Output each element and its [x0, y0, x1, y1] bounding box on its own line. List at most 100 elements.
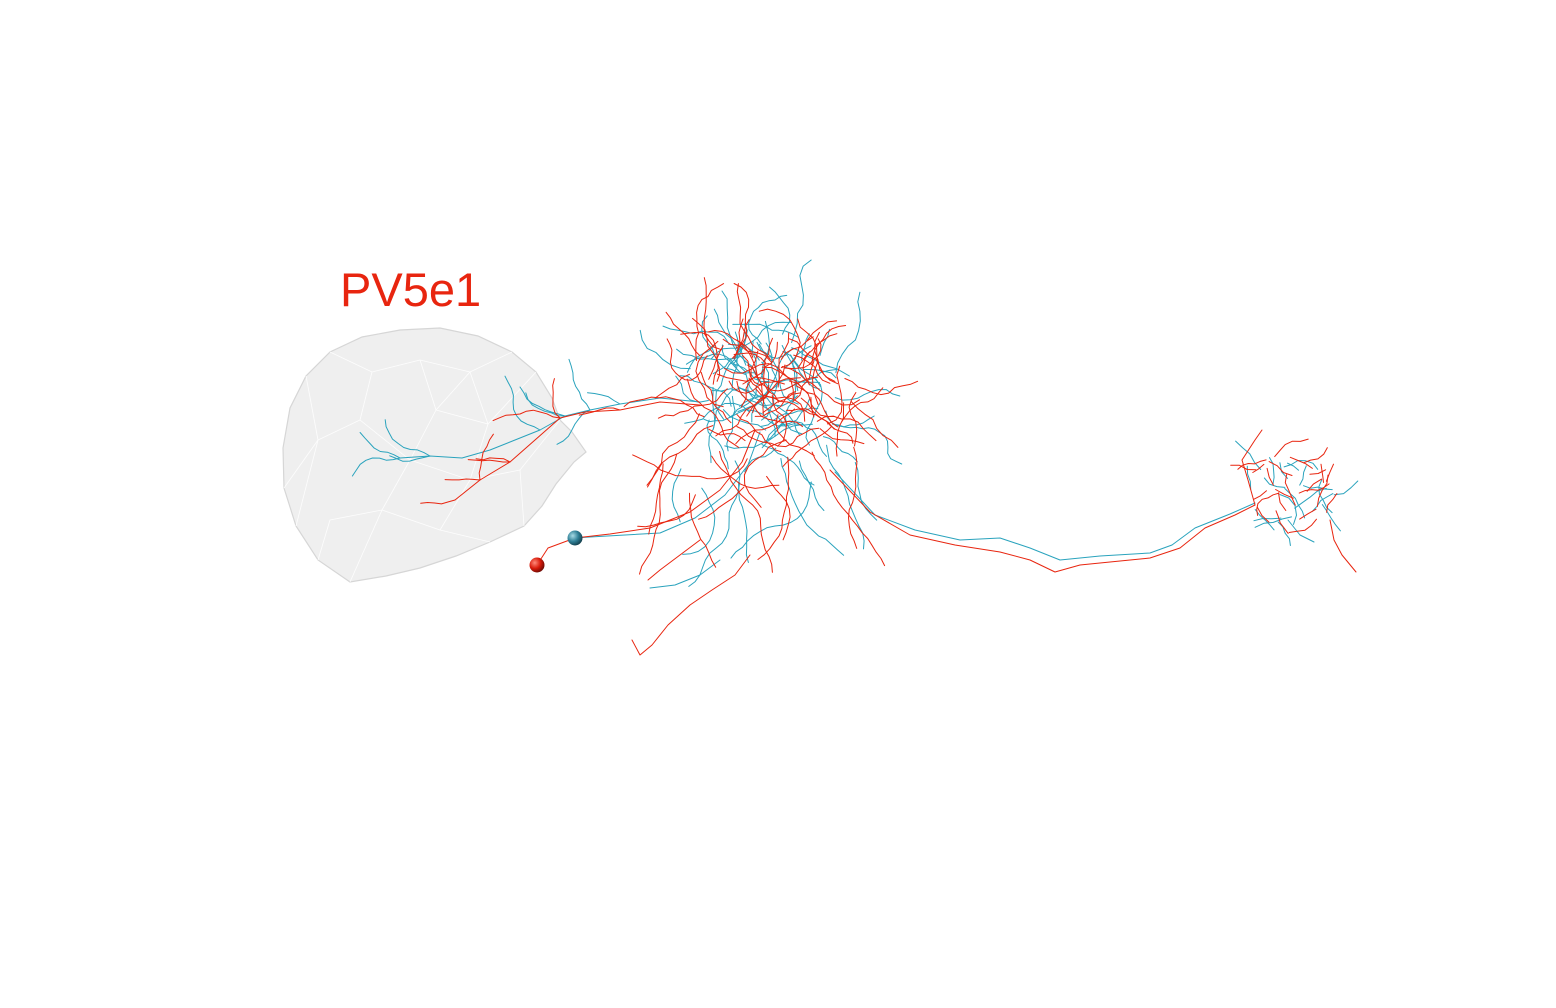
arbor-branch — [703, 277, 722, 351]
arbor-branch — [844, 378, 919, 396]
arbor-branch — [791, 347, 850, 377]
descending-branch — [698, 486, 745, 520]
arbor-branch — [761, 444, 815, 486]
arbor-branch — [1230, 464, 1257, 471]
soma-red — [529, 557, 545, 573]
arbor-branch — [1237, 459, 1267, 470]
neuropil-branch — [587, 392, 621, 405]
arbor-branch — [1333, 480, 1359, 496]
arbor-branch — [695, 283, 725, 361]
arbor-branch — [729, 409, 813, 427]
arbor-branch — [679, 375, 732, 407]
descending-branch — [639, 454, 677, 575]
arbor-branch — [708, 428, 746, 442]
neuropil-branch — [504, 375, 541, 431]
arbor-branch — [793, 354, 831, 384]
arbor-branch — [785, 408, 854, 444]
arbor-branch — [1303, 447, 1328, 464]
arbor-branch — [742, 341, 778, 385]
arbor-branch — [819, 328, 830, 356]
neuron-arbor-red — [420, 277, 1357, 656]
arbor-branch — [1325, 463, 1334, 482]
arbor-branch — [1275, 489, 1294, 499]
arbor-branch — [1274, 438, 1309, 458]
arbor-branch — [734, 331, 747, 366]
arbor-branch — [1299, 508, 1317, 520]
axon — [829, 469, 1256, 573]
arbor-branch — [1309, 469, 1327, 475]
arbor-branch — [782, 425, 833, 467]
neuropil-facet-edge — [519, 469, 525, 527]
neuropil-branch — [351, 457, 401, 477]
arbor-branch — [726, 395, 736, 452]
arbor-branch — [822, 436, 858, 463]
arbor-branch — [1326, 493, 1338, 513]
arbor-branch — [736, 283, 771, 361]
neuropil-facet-edge — [317, 459, 411, 561]
arbor-branch — [791, 259, 812, 343]
neuropil-facet-edge — [439, 529, 491, 543]
arbor-branch — [708, 345, 724, 380]
arbor-branch — [731, 344, 744, 390]
arbor-branch — [785, 338, 822, 369]
terminal-branch — [1241, 429, 1263, 506]
arbor-branch — [1256, 506, 1270, 523]
arbor-branch — [769, 286, 791, 335]
arbor-branch — [1284, 488, 1306, 519]
arbor-branch — [737, 361, 770, 412]
descending-branch — [689, 492, 717, 568]
arbor-branch — [761, 342, 778, 421]
descending-branch — [682, 487, 716, 555]
arbor-branch — [647, 413, 700, 488]
arbor-branch — [722, 338, 772, 363]
arbor-branch — [763, 337, 780, 403]
descending-branch — [734, 460, 749, 563]
arbor-branch — [1252, 463, 1265, 473]
arbor-branch — [722, 409, 767, 431]
arbor-branch — [754, 391, 797, 417]
arbor-branch — [748, 294, 788, 345]
arbor-branch — [1256, 492, 1280, 516]
arbor-branch — [715, 405, 755, 437]
arbor-branch — [775, 414, 815, 457]
arbor-branch — [1294, 487, 1327, 509]
arbor-branch — [832, 423, 903, 465]
descending-branch — [811, 451, 886, 567]
neuropil-facet-edge — [295, 371, 373, 527]
arbor-branch — [1311, 493, 1334, 513]
neuropil-facet-edge — [305, 375, 319, 441]
terminal-branch — [1329, 519, 1357, 573]
arbor-branch — [706, 419, 729, 470]
primary-neurite — [574, 431, 761, 539]
neuron-type-label: PV5e1 — [340, 263, 482, 316]
descending-branch — [719, 451, 773, 573]
terminal-branch — [1287, 519, 1315, 543]
arbor-branch — [744, 447, 777, 473]
arbor-branch — [724, 422, 784, 449]
arbor-branch — [686, 378, 740, 448]
arbor-branch — [666, 338, 708, 381]
arbor-branch — [761, 320, 775, 395]
arbor-branch — [835, 291, 861, 374]
descending-branch — [766, 475, 791, 541]
arbor-branch — [1246, 465, 1252, 490]
arbor-branch — [835, 402, 845, 457]
descending-branch — [632, 454, 748, 480]
descending-branch — [854, 462, 878, 521]
arbor-branch — [676, 348, 742, 361]
arbor-branch — [1263, 477, 1286, 488]
arbor-branch — [802, 351, 810, 386]
arbor-branch — [790, 354, 820, 390]
descending-branch — [688, 482, 741, 587]
arbor-branch — [758, 395, 806, 422]
arbor-branch — [685, 353, 737, 367]
arbor-branch — [827, 365, 843, 425]
arbor-branch — [1320, 463, 1324, 483]
arbor-branch — [1299, 465, 1307, 486]
arbor-branch — [711, 388, 798, 407]
arbor-branch — [735, 408, 795, 445]
descending-branch — [671, 468, 682, 523]
arbor-branch — [1269, 457, 1275, 485]
arbor-branch — [819, 428, 865, 445]
